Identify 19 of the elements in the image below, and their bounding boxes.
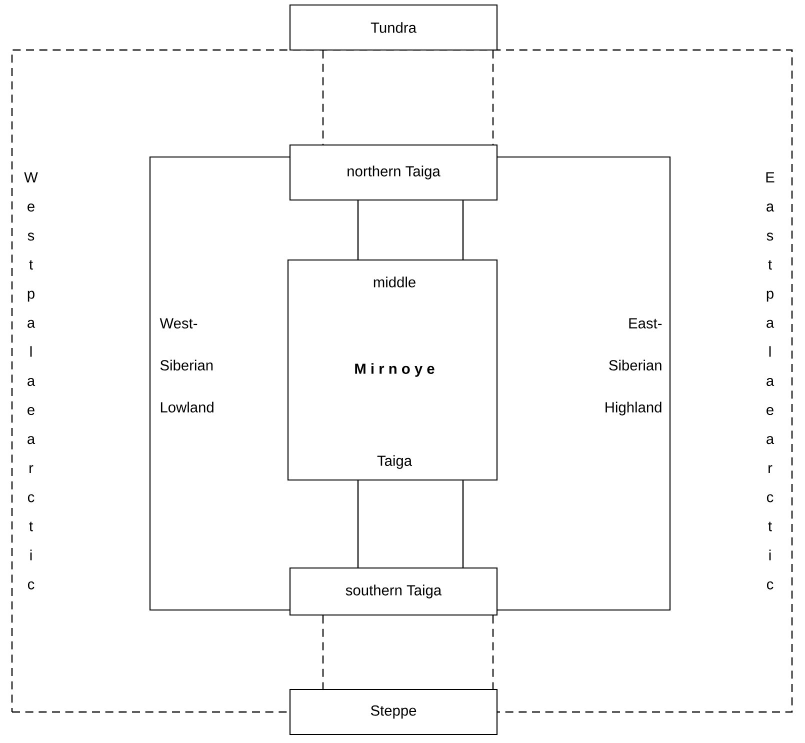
zone-box: northern Taiga: [289, 144, 498, 201]
vertical-label: Eastpalaearctic: [766, 172, 774, 590]
connector-line: [492, 616, 494, 689]
connector-line: [322, 50, 324, 144]
region-label: West-Siberian Lowland: [160, 318, 214, 412]
connector-line: [322, 616, 324, 689]
box-label: Taiga: [377, 455, 412, 469]
box-label: middle: [374, 276, 416, 288]
region-label: East-Siberian Highland: [606, 318, 662, 416]
connector-line: [462, 480, 464, 568]
connector-line: [357, 200, 359, 260]
zone-box: Steppe: [289, 688, 498, 736]
zone-box: southern Taiga: [289, 567, 498, 616]
zone-box: Tundra: [289, 4, 498, 51]
vertical-label: Westpalaearctic: [24, 172, 38, 590]
connector-line: [357, 480, 359, 568]
site-name: M i r n o y e: [355, 363, 434, 377]
connector-line: [492, 50, 494, 144]
connector-line: [462, 200, 464, 260]
